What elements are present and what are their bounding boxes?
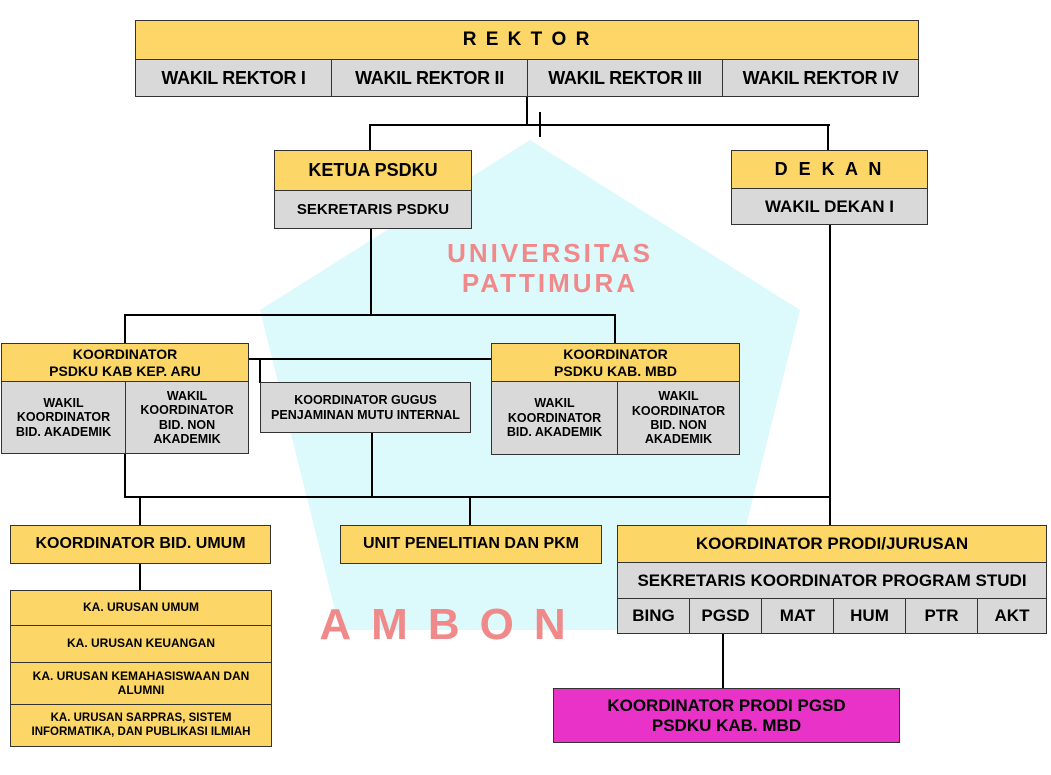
rektor-box[interactable]: R E K T O R [135, 20, 919, 60]
connector [469, 496, 471, 526]
koordinator-gugus-box[interactable]: KOORDINATOR GUGUS PENJAMINAN MUTU INTERN… [260, 382, 471, 433]
wakil-rektor-1[interactable]: WAKIL REKTOR I [135, 59, 332, 97]
koordinator-aru-box[interactable]: KOORDINATOR PSDKU KAB KEP. ARU [1, 343, 249, 382]
mbd-wakil-akademik[interactable]: WAKIL KOORDINATOR BID. AKADEMIK [491, 381, 618, 455]
ka-urusan-umum[interactable]: KA. URUSAN UMUM [10, 590, 272, 626]
sekretaris-prodi-box[interactable]: SEKRETARIS KOORDINATOR PROGRAM STUDI [617, 562, 1047, 599]
watermark-top-text: UNIVERSITAS PATTIMURA [447, 238, 653, 298]
watermark-bottom-text: AMBON [319, 600, 586, 649]
prodi-pgsd-line-1: KOORDINATOR PRODI PGSD [607, 695, 846, 715]
wakil-rektor-2[interactable]: WAKIL REKTOR II [331, 59, 528, 97]
ketua-psdku-box[interactable]: KETUA PSDKU [274, 150, 472, 191]
connector [370, 124, 830, 126]
connector [526, 96, 528, 126]
connector [124, 314, 126, 344]
prodi-bing[interactable]: BING [617, 598, 690, 634]
koordinator-bid-umum-box[interactable]: KOORDINATOR BID. UMUM [10, 525, 271, 564]
connector [248, 358, 492, 360]
prodi-akt[interactable]: AKT [977, 598, 1047, 634]
aru-wakil-non-akademik[interactable]: WAKIL KOORDINATOR BID. NON AKADEMIK [125, 381, 249, 454]
koordinator-prodi-pgsd-box[interactable]: KOORDINATOR PRODI PGSD PSDKU KAB. MBD [553, 688, 900, 743]
wakil-rektor-3[interactable]: WAKIL REKTOR III [527, 59, 723, 97]
wakil-rektor-4[interactable]: WAKIL REKTOR IV [722, 59, 919, 97]
connector [124, 453, 126, 498]
connector [124, 496, 831, 498]
mbd-wakil-non-akademik[interactable]: WAKIL KOORDINATOR BID. NON AKADEMIK [617, 381, 740, 455]
prodi-hum[interactable]: HUM [833, 598, 906, 634]
connector [829, 224, 831, 526]
aru-wakil-akademik[interactable]: WAKIL KOORDINATOR BID. AKADEMIK [1, 381, 126, 454]
koordinator-prodi-box[interactable]: KOORDINATOR PRODI/JURUSAN [617, 525, 1047, 563]
ka-urusan-keuangan[interactable]: KA. URUSAN KEUANGAN [10, 625, 272, 663]
prodi-mat[interactable]: MAT [761, 598, 834, 634]
ka-urusan-sarpras[interactable]: KA. URUSAN SARPRAS, SISTEM INFORMATIKA, … [10, 704, 272, 747]
koordinator-mbd-title-1: KOORDINATOR [563, 346, 668, 363]
prodi-pgsd[interactable]: PGSD [689, 598, 762, 634]
connector [371, 432, 373, 498]
connector [139, 496, 141, 526]
dekan-box[interactable]: D E K A N [731, 150, 928, 189]
connector [614, 314, 616, 344]
connector [259, 358, 261, 383]
connector [369, 124, 371, 151]
connector [722, 633, 724, 689]
prodi-pgsd-line-2: PSDKU KAB. MBD [651, 715, 802, 735]
koordinator-mbd-box[interactable]: KOORDINATOR PSDKU KAB. MBD [491, 343, 740, 382]
connector [827, 124, 829, 151]
connector [124, 314, 616, 316]
unit-penelitian-box[interactable]: UNIT PENELITIAN DAN PKM [340, 525, 602, 564]
koordinator-aru-title-2: PSDKU KAB KEP. ARU [49, 362, 201, 379]
koordinator-mbd-title-2: PSDKU KAB. MBD [554, 362, 677, 379]
sekretaris-psdku-box[interactable]: SEKRETARIS PSDKU [274, 190, 472, 229]
koordinator-aru-title-1: KOORDINATOR [72, 346, 178, 363]
connector [539, 112, 541, 137]
connector [370, 228, 372, 316]
connector [139, 563, 141, 591]
ka-urusan-kemahasiswaan[interactable]: KA. URUSAN KEMAHASISWAAN DAN ALUMNI [10, 662, 272, 705]
prodi-ptr[interactable]: PTR [905, 598, 978, 634]
wakil-dekan-box[interactable]: WAKIL DEKAN I [731, 188, 928, 225]
